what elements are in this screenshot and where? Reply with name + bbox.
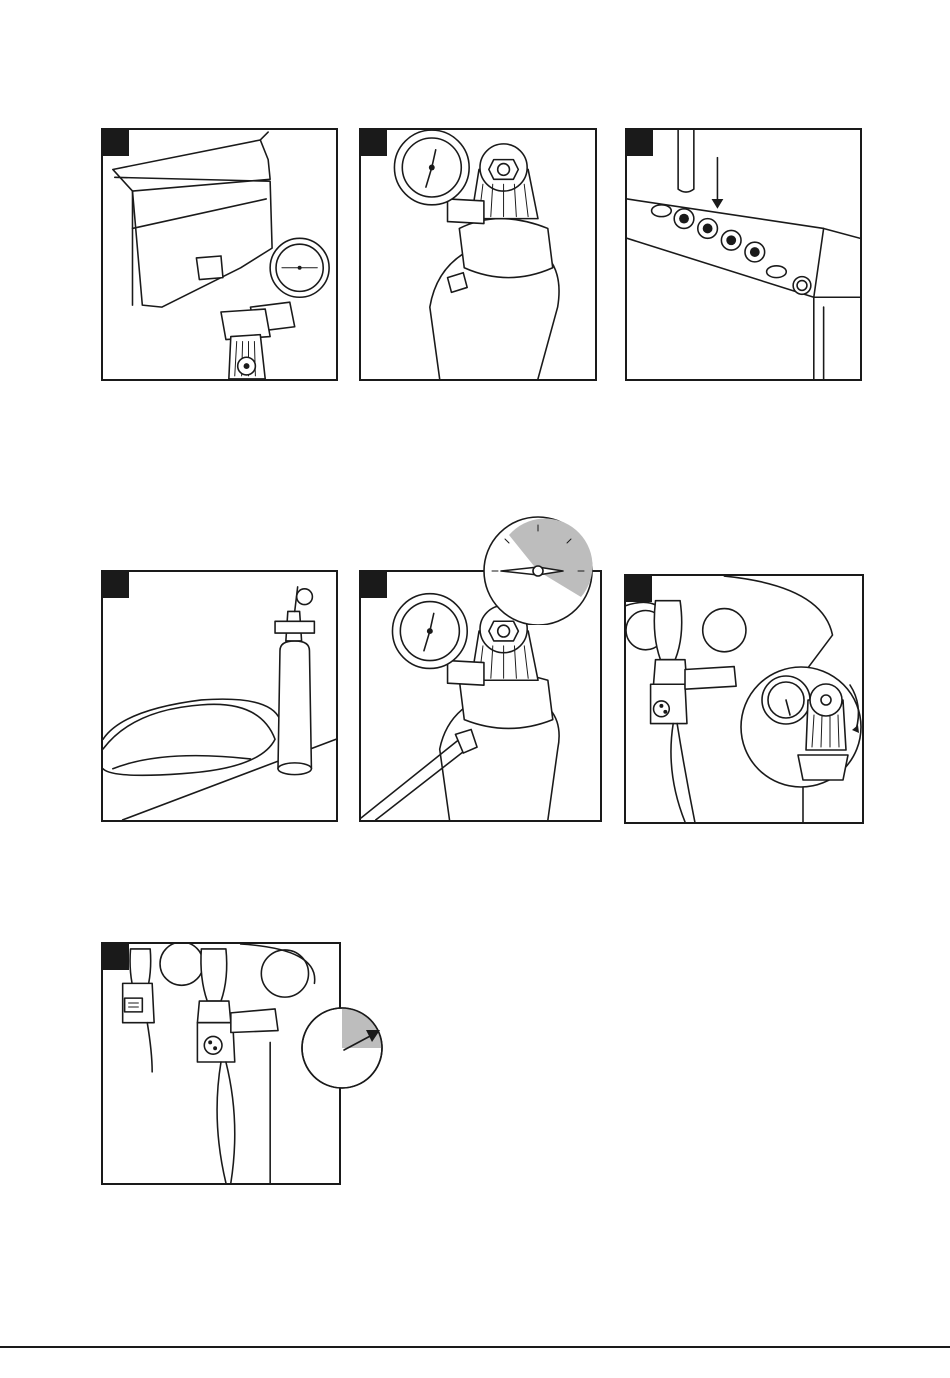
step-number-badge [361,130,387,156]
step-number-badge [103,130,129,156]
step-number-badge [626,576,652,602]
step-number-badge [103,944,129,970]
step-1-illustration [103,130,336,379]
step-3-illustration [627,130,860,379]
step-2-illustration [361,130,595,379]
step-number-badge [361,572,387,598]
step-4-illustration [103,572,336,820]
step-number-badge [103,572,129,598]
step-3-panel [625,128,862,381]
step-number-badge [627,130,653,156]
regulator-knob-callout [738,655,866,795]
tap-lever-direction-callout [300,1004,386,1092]
step-2-panel [359,128,597,381]
step-4-panel [101,570,338,822]
pressure-gauge-callout [481,515,603,625]
footer-divider [0,1346,950,1348]
step-1-panel [101,128,338,381]
